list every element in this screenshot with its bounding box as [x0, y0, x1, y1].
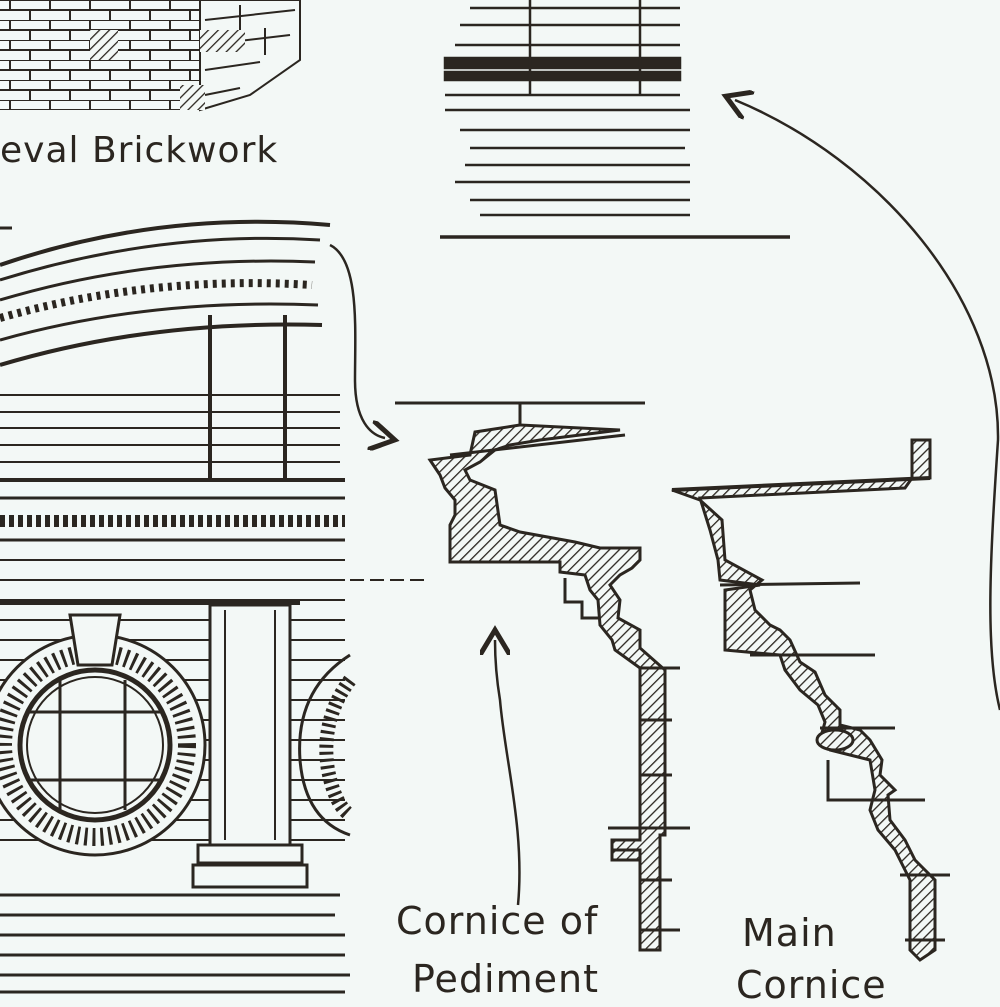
brickwork-drawing [0, 0, 301, 112]
main-cornice-caption-line1: Main [742, 911, 837, 955]
brickwork-caption: eval Brickwork [0, 130, 279, 171]
main-cornice-caption-line2: Cornice [736, 963, 887, 1007]
pediment-cornice-profile [395, 401, 690, 952]
wall-elevation [440, 0, 790, 239]
facade-elevation [0, 219, 430, 994]
pediment-caption-line1: Cornice of [396, 899, 599, 943]
main-cornice-profile [671, 438, 950, 962]
annotation-arrows [329, 100, 1000, 906]
pediment-caption-line2: Pediment [412, 957, 599, 1001]
